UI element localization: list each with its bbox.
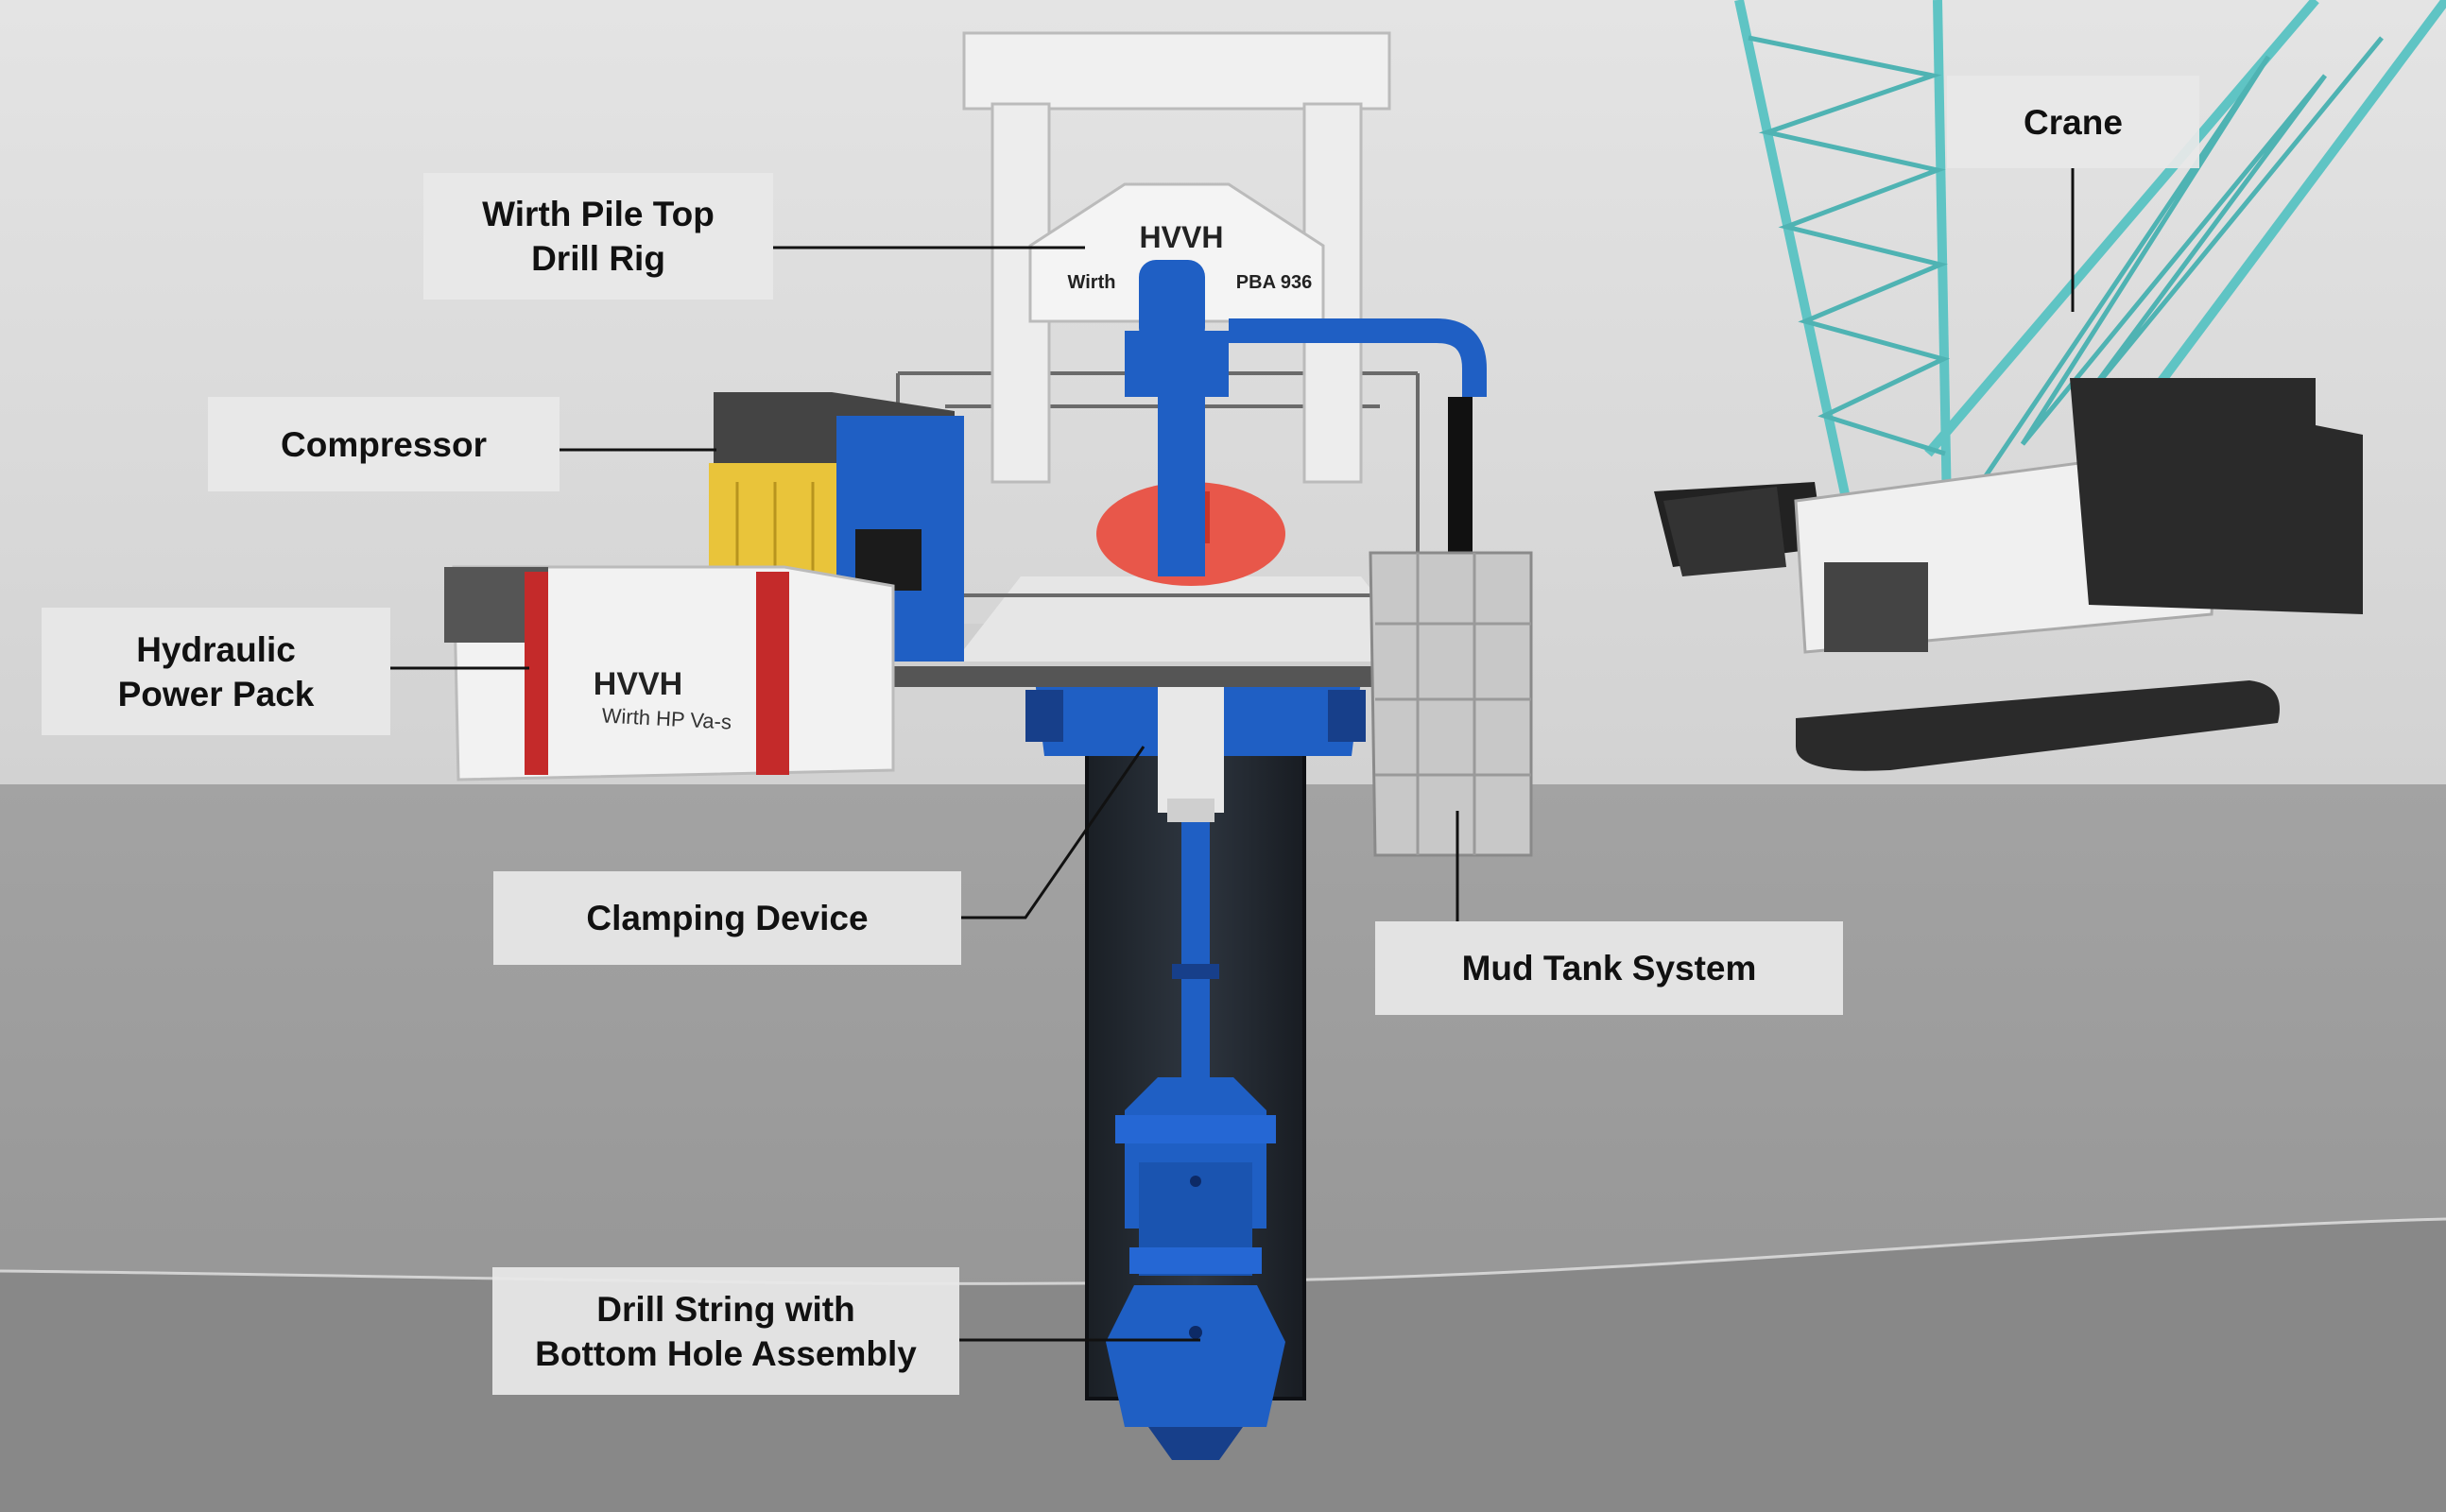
leader-lines <box>390 168 2075 1342</box>
mud-tank-unit <box>1369 551 1533 857</box>
hydraulic-power-pack-unit: HVVH Wirth HP Va-s <box>444 565 895 782</box>
label-drill-string: Drill String with Bottom Hole Assembly <box>492 1267 959 1395</box>
label-power-pack-line-1: Hydraulic <box>136 629 296 669</box>
label-drill-rig-line-1: Wirth Pile Top <box>482 195 715 233</box>
label-crane-text: Crane <box>2024 102 2123 142</box>
label-crane: Crane <box>1947 76 2199 168</box>
crane-unit <box>1654 0 2446 771</box>
label-drill-string-line-1: Drill String with <box>596 1289 855 1329</box>
label-drill-rig: Wirth Pile Top Drill Rig <box>423 173 773 300</box>
leader-clamping <box>961 746 1145 919</box>
label-power-pack-line-2: Power Pack <box>117 674 315 713</box>
rig-model: PBA 936 <box>1236 272 1312 293</box>
clamping-device-shape <box>1025 652 1366 822</box>
label-clamping-device-text: Clamping Device <box>586 899 869 937</box>
drill-string <box>1106 784 1285 1460</box>
label-mud-tank-text: Mud Tank System <box>1461 949 1757 988</box>
label-clamping-device: Clamping Device <box>493 871 961 965</box>
label-drill-string-line-2: Bottom Hole Assembly <box>535 1333 917 1373</box>
label-compressor-text: Compressor <box>281 424 487 464</box>
label-power-pack: Hydraulic Power Pack <box>42 608 390 735</box>
label-mud-tank: Mud Tank System <box>1375 921 1843 1015</box>
rig-logo: HVVH <box>1140 220 1224 254</box>
rig-brand: Wirth <box>1068 272 1116 293</box>
label-compressor: Compressor <box>208 397 560 491</box>
label-drill-rig-line-2: Drill Rig <box>531 239 665 278</box>
power-pack-logo: HVVH <box>594 666 682 702</box>
